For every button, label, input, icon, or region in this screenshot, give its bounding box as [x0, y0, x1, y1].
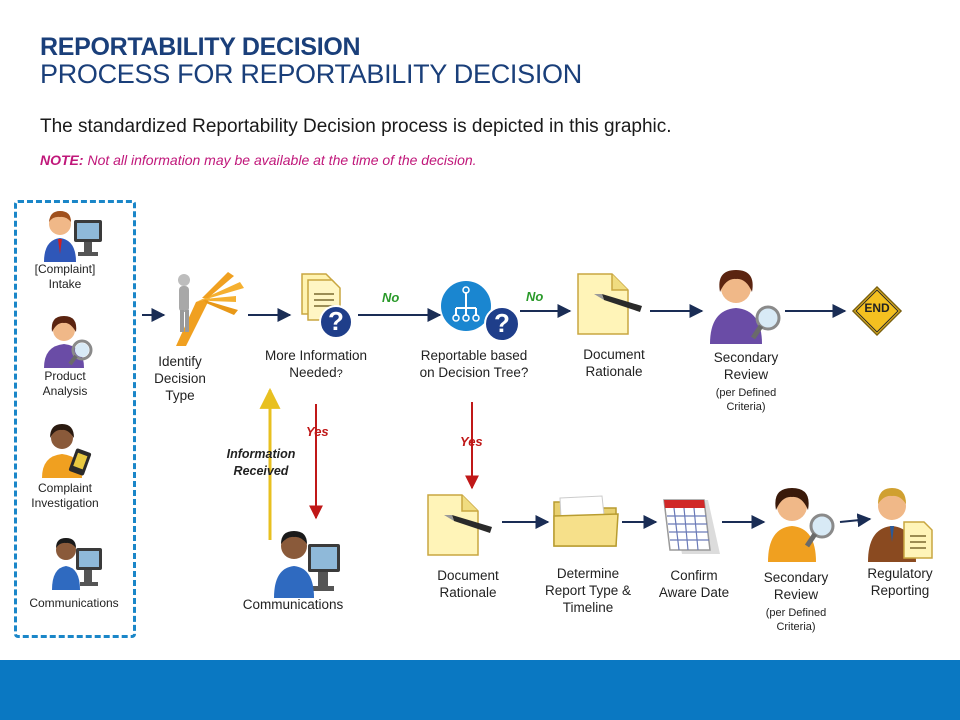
secondary-review-top-label: Secondary Review	[713, 350, 779, 382]
input-complaint-investigation-label: Complaint Investigation	[31, 481, 99, 510]
no-label-2: No	[526, 289, 544, 304]
decision-tree-question-icon	[441, 281, 520, 342]
input-intake-label: [Complaint] Intake	[34, 262, 96, 291]
folder-icon	[553, 495, 619, 547]
input-product-analysis-label: Product Analysis	[42, 369, 88, 398]
determine-label: Determine Report Type & Timeline	[544, 566, 632, 615]
regulatory-reporting-label: Regulatory Reporting	[867, 566, 933, 598]
inputs-box	[14, 200, 136, 638]
page-title: REPORTABILITY DECISION	[40, 33, 361, 61]
documents-question-icon	[301, 273, 353, 339]
criteria-bottom-label: (per Defined Criteria)	[765, 607, 827, 633]
question-mark-2: ?	[494, 308, 510, 338]
document-rationale-bottom-label: Document Rationale	[437, 568, 499, 600]
more-info-label: More Information Needed?	[248, 348, 384, 382]
note-prefix: NOTE:	[40, 152, 84, 168]
communications-person-computer-icon	[52, 538, 102, 590]
information-received-label: Information Received	[226, 447, 296, 478]
end-sign-text: END	[864, 301, 890, 315]
document-pen-icon-2	[427, 494, 492, 556]
no-label-1: No	[382, 290, 400, 305]
end-sign-icon	[851, 285, 903, 337]
more-info-q: ?	[336, 367, 343, 380]
yes-label-2: Yes	[460, 434, 483, 449]
document-pen-icon	[577, 273, 642, 335]
question-mark-1: ?	[328, 306, 344, 336]
input-communications-label: Communications	[29, 596, 119, 610]
product-analysis-person-icon	[44, 316, 93, 368]
secondary-review-bottom-label: Secondary Review	[763, 570, 829, 602]
intake-person-computer-icon	[44, 211, 102, 262]
calendar-icon	[663, 499, 720, 554]
identify-decision-type-label: Identify Decision Type	[154, 354, 206, 403]
regulatory-person-document-icon	[868, 488, 933, 562]
communications-mid-label: Communications	[242, 597, 344, 612]
footer-band	[0, 660, 960, 720]
arrow-secondary2-regulatory	[839, 513, 872, 528]
page-subtitle: PROCESS FOR REPORTABILITY DECISION	[40, 59, 582, 89]
note-text: Not all information may be available at …	[83, 152, 477, 168]
crossroads-person-icon	[176, 272, 244, 346]
secondary-review-person-icon-2	[768, 488, 835, 562]
document-rationale-top-label: Document Rationale	[583, 347, 645, 379]
more-info-text: More Information Needed	[264, 348, 368, 380]
communications-mid-person-computer-icon	[274, 531, 340, 598]
description: The standardized Reportability Decision …	[40, 116, 672, 137]
confirm-aware-date-label: Confirm Aware Date	[658, 568, 730, 600]
yes-label-1: Yes	[306, 424, 329, 439]
reportable-label: Reportable based on Decision Tree?	[419, 348, 529, 380]
criteria-top-label: (per Defined Criteria)	[715, 387, 777, 413]
complaint-investigation-person-icon	[42, 424, 92, 478]
note: NOTE: Not all information may be availab…	[40, 152, 477, 168]
secondary-review-person-icon	[710, 270, 781, 344]
